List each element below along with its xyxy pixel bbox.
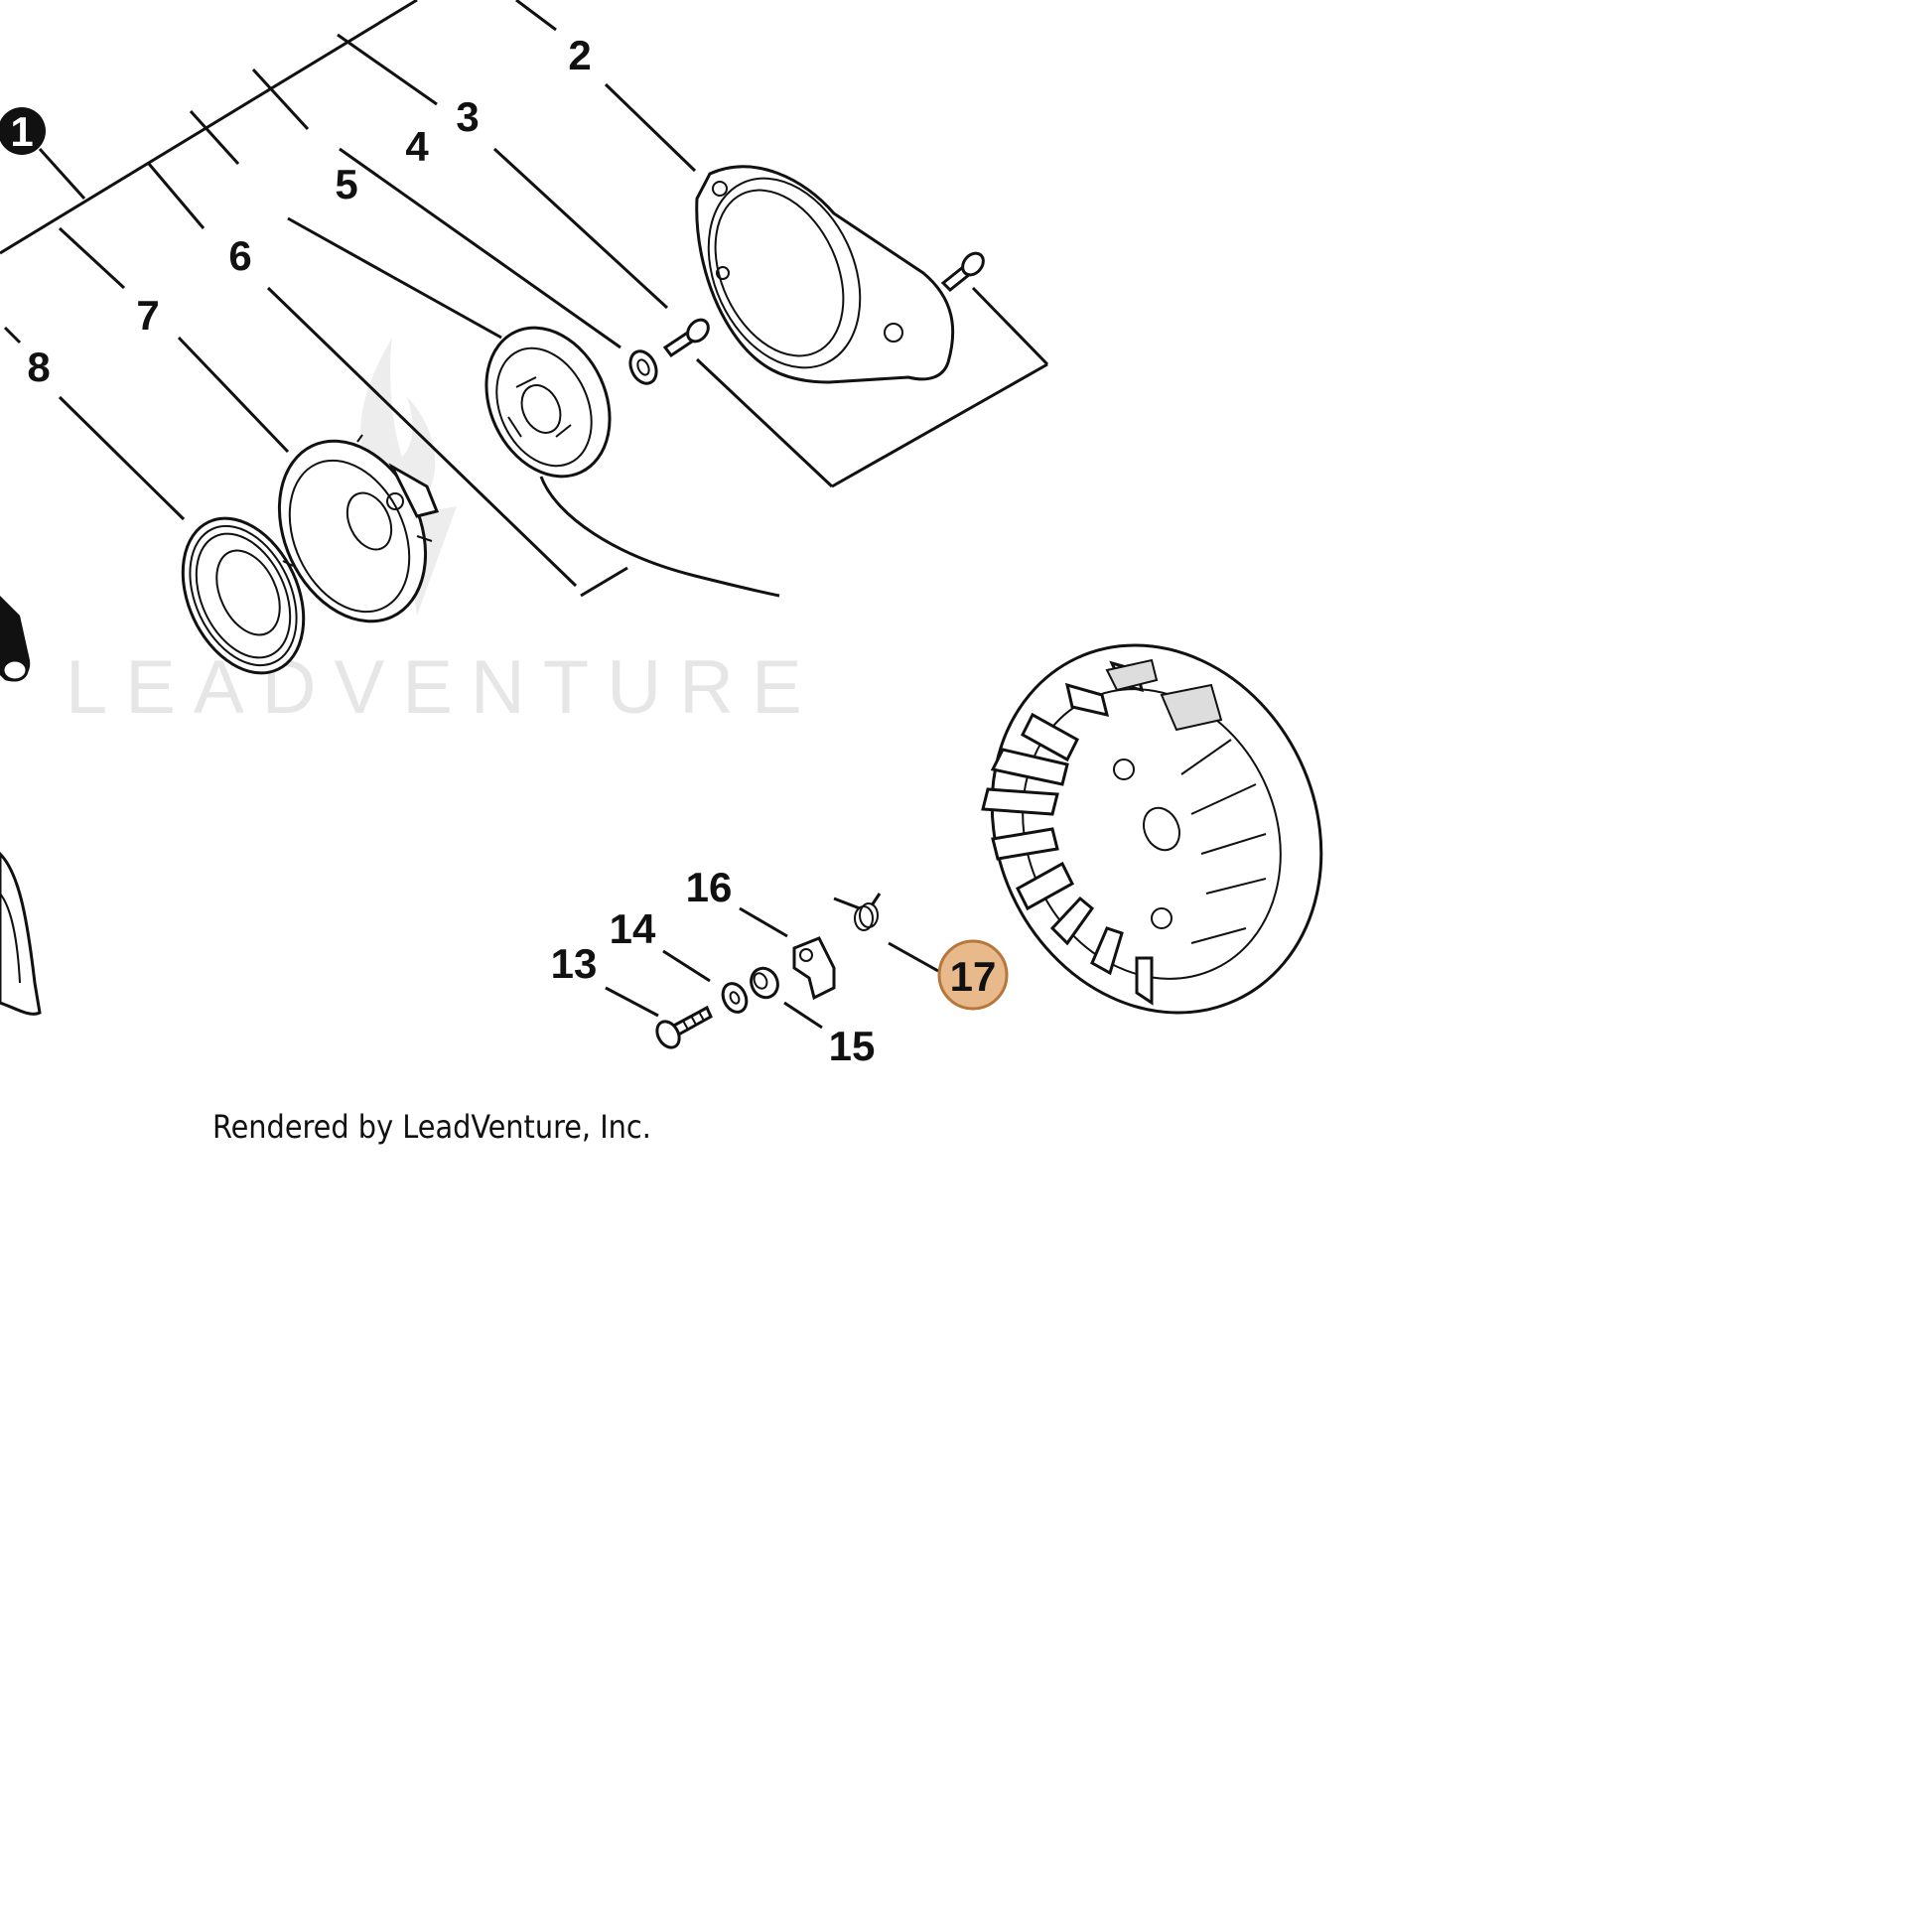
flywheel-fins <box>981 660 1154 1006</box>
callout-17-badge <box>937 939 1009 1011</box>
flywheel-magnet-blocks <box>1105 658 1223 732</box>
flywheel[interactable] <box>933 591 1381 1067</box>
callout-3-label[interactable]: 3 <box>456 93 479 140</box>
callout-1[interactable]: 1 <box>0 107 46 155</box>
callout-1-label: 1 <box>10 108 33 155</box>
callout-15-label[interactable]: 15 <box>829 1023 876 1069</box>
part-2-cover-plate[interactable] <box>679 154 955 392</box>
flywheel-inner-vanes <box>1180 739 1267 944</box>
callout-17[interactable]: 17 <box>937 939 1009 1011</box>
callout-17-label: 17 <box>950 953 997 1000</box>
part-7-spring-housing[interactable] <box>251 417 454 645</box>
part-5-rope <box>539 476 780 598</box>
callout-6-label[interactable]: 6 <box>228 232 251 279</box>
callout-1-badge <box>0 107 46 155</box>
watermark-text: LEADVENTURE <box>66 645 820 730</box>
callout-16-label[interactable]: 16 <box>686 864 733 910</box>
callout-14-label[interactable]: 14 <box>610 905 656 952</box>
leader-lines <box>0 0 1049 1030</box>
callout-2-label[interactable]: 2 <box>568 32 591 78</box>
callout-7-label[interactable]: 7 <box>136 292 159 339</box>
part-13-screw[interactable] <box>652 1005 713 1051</box>
part-16-pawl[interactable] <box>792 936 836 1001</box>
part-14-washer[interactable] <box>719 980 752 1016</box>
part-8-recoil-spring[interactable] <box>159 498 327 692</box>
part-5-rope-pulley[interactable] <box>463 308 780 598</box>
callout-5-label[interactable]: 5 <box>335 161 357 207</box>
part-3-screw[interactable] <box>662 316 713 358</box>
part-17-spring[interactable] <box>833 893 882 931</box>
watermark: LEADVENTURE <box>66 338 820 730</box>
callout-13-label[interactable]: 13 <box>551 940 598 987</box>
housing-edge-part <box>0 851 42 1016</box>
part-1-handle-grip[interactable] <box>0 596 31 682</box>
callout-8-label[interactable]: 8 <box>27 344 50 390</box>
credit-text: Rendered by LeadVenture, Inc. <box>212 1108 651 1146</box>
part-2-screw[interactable] <box>940 249 988 293</box>
callout-4-label[interactable]: 4 <box>405 123 429 170</box>
part-15-sleeve[interactable] <box>747 964 782 1002</box>
part-4-washer[interactable] <box>625 347 661 388</box>
